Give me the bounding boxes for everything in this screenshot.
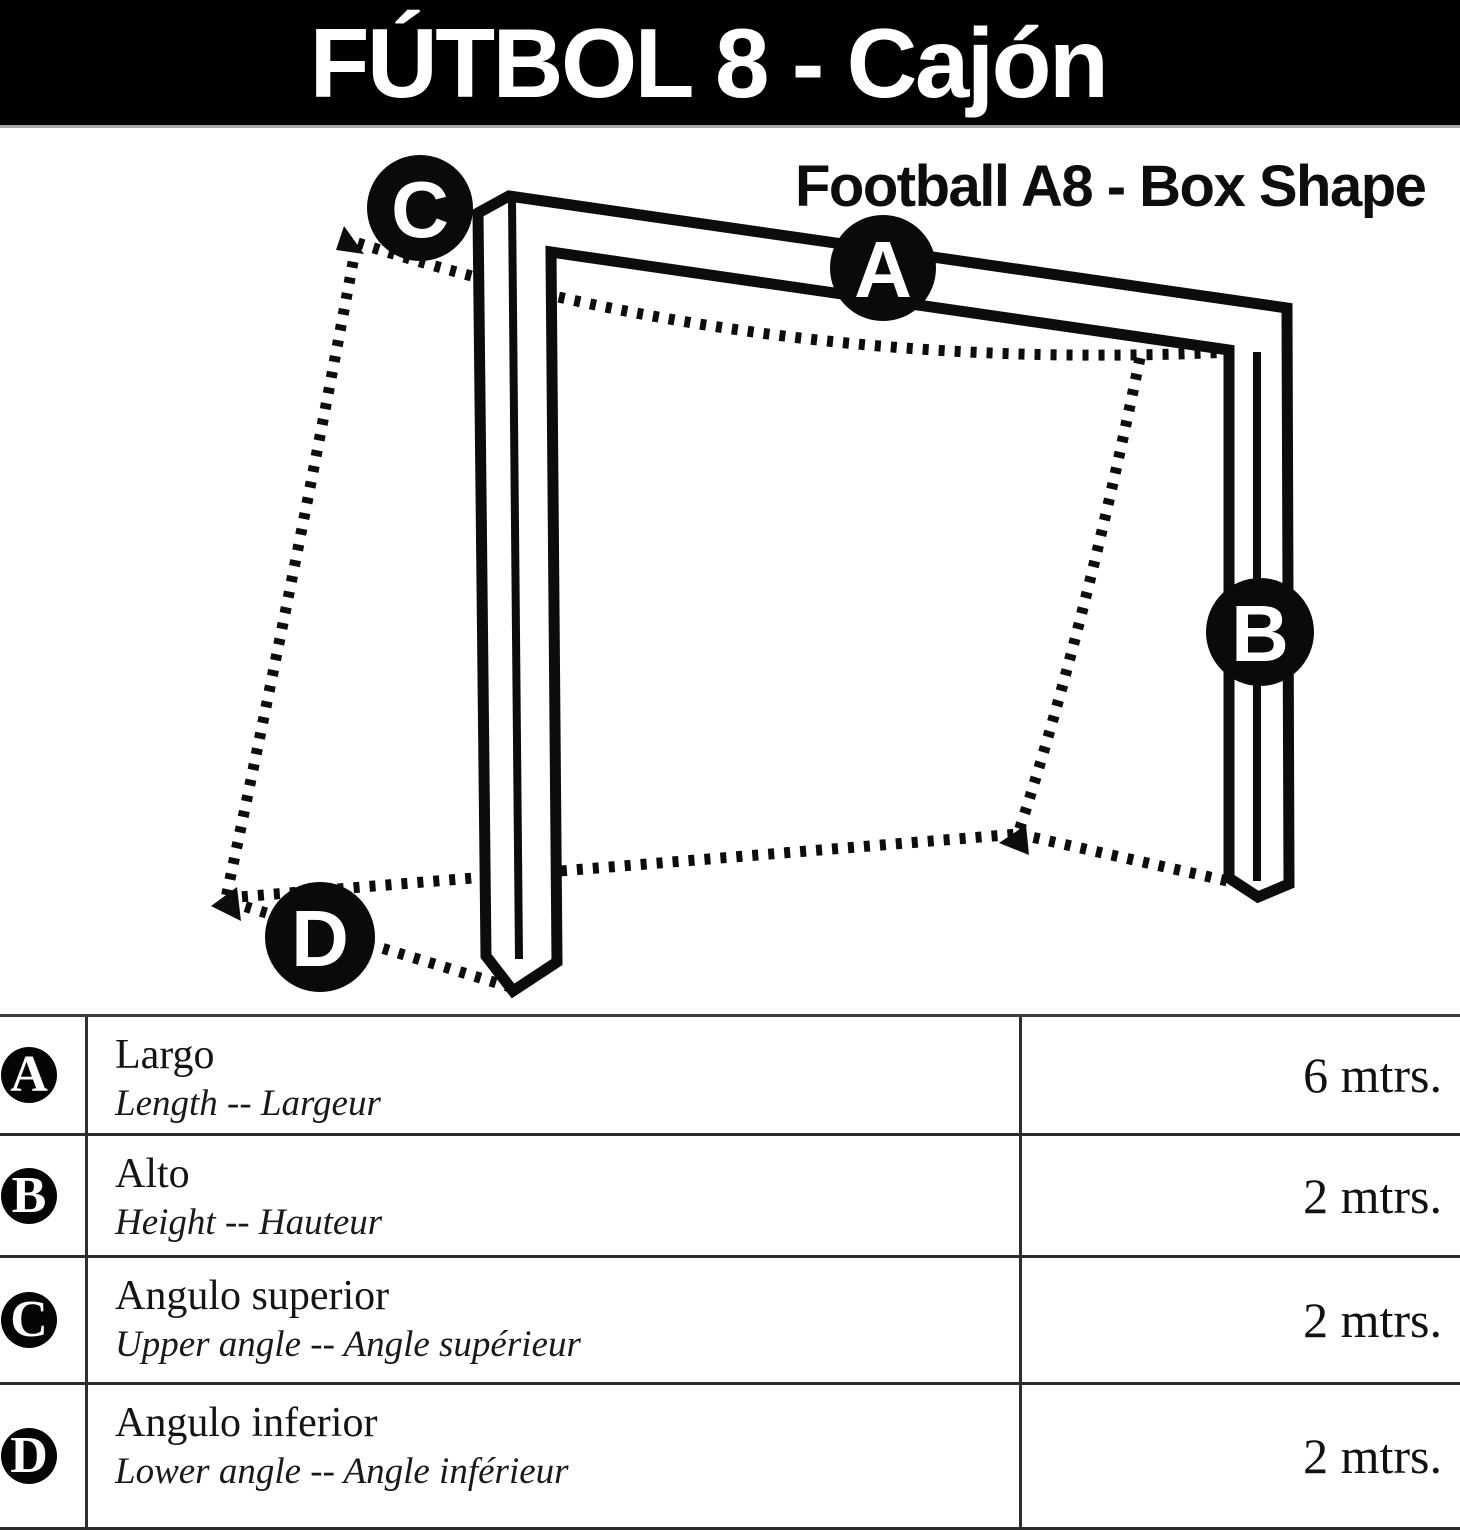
row-c-sublabel: Upper angle -- Angle supérieur — [115, 1324, 581, 1366]
marker-a-badge — [830, 215, 936, 321]
table-row-b: B Alto Height -- Hauteur 2 mtrs. — [0, 1136, 1460, 1258]
table-row-c: C Angulo superior Upper angle -- Angle s… — [0, 1258, 1460, 1385]
left-post-inner-edge — [508, 200, 523, 960]
row-c-label: Angulo superior — [115, 1273, 390, 1319]
net-seam-curve — [1012, 356, 1146, 836]
marker-c-badge — [367, 155, 473, 261]
label-cell-a: Largo Length -- Largeur — [88, 1017, 1022, 1133]
goal-diagram: C A B D — [211, 155, 1314, 999]
row-b-value: 2 mtrs. — [1303, 1167, 1442, 1224]
row-b-label: Alto — [115, 1151, 190, 1197]
row-a-badge: A — [1, 1047, 57, 1103]
marker-b-badge — [1206, 578, 1314, 686]
table-row-a: A Largo Length -- Largeur 6 mtrs. — [0, 1017, 1460, 1136]
net-outline — [211, 226, 1234, 996]
net-bottom-edge — [225, 828, 1019, 904]
marker-d-badge — [265, 882, 375, 992]
marker-b: B — [1206, 578, 1314, 686]
row-d-sublabel: Lower angle -- Angle inférieur — [115, 1451, 569, 1493]
row-a-label: Largo — [115, 1032, 215, 1078]
row-d-label: Angulo inferior — [115, 1400, 378, 1446]
diagram-subtitle: Football A8 - Box Shape — [795, 154, 1427, 219]
row-c-badge: C — [1, 1292, 57, 1348]
dimensions-table: A Largo Length -- Largeur 6 mtrs. B Alto… — [0, 1014, 1460, 1530]
marker-d-letter: D — [291, 894, 349, 983]
badge-cell-c: C — [0, 1258, 88, 1382]
label-cell-b: Alto Height -- Hauteur — [88, 1136, 1022, 1255]
badge-cell-a: A — [0, 1017, 88, 1133]
marker-c: C — [367, 155, 473, 261]
row-d-value: 2 mtrs. — [1303, 1428, 1442, 1484]
badge-cell-d: D — [0, 1385, 88, 1527]
row-d-badge: D — [1, 1428, 57, 1484]
row-c-value: 2 mtrs. — [1303, 1292, 1442, 1348]
marker-d: D — [265, 882, 375, 992]
net-ground-bar-right — [1016, 828, 1234, 888]
row-b-sublabel: Height -- Hauteur — [115, 1202, 383, 1244]
arrowhead-bottom-junction — [999, 825, 1029, 855]
marker-a: A — [830, 215, 936, 321]
badge-cell-b: B — [0, 1136, 88, 1255]
row-a-value: 6 mtrs. — [1303, 1047, 1442, 1103]
net-back-left-edge — [220, 244, 362, 900]
marker-b-letter: B — [1231, 589, 1289, 678]
net-top-edge — [356, 237, 1230, 361]
marker-a-letter: A — [854, 225, 912, 314]
label-cell-c: Angulo superior Upper angle -- Angle sup… — [88, 1258, 1022, 1382]
row-b-badge: B — [1, 1167, 57, 1224]
title-banner: FÚTBOL 8 - Cajón — [0, 0, 1460, 128]
row-a-sublabel: Length -- Largeur — [115, 1083, 381, 1125]
arrowhead-upper-corner — [336, 226, 364, 254]
label-cell-d: Angulo inferior Lower angle -- Angle inf… — [88, 1385, 1022, 1527]
page-title: FÚTBOL 8 - Cajón — [309, 8, 1109, 118]
marker-c-letter: C — [391, 165, 449, 254]
table-row-d: D Angulo inferior Lower angle -- Angle i… — [0, 1385, 1460, 1530]
arrowhead-lower-corner — [211, 887, 241, 921]
